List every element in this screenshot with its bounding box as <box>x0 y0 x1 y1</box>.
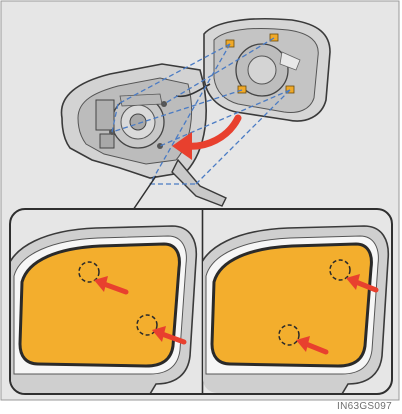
figure-code-label: IN63GS097 <box>337 401 392 412</box>
mirror-glass-icon <box>212 244 371 366</box>
bottom-left-panel <box>6 226 196 394</box>
mirror-glass-icon <box>20 244 179 366</box>
bottom-right-panel <box>198 226 388 394</box>
